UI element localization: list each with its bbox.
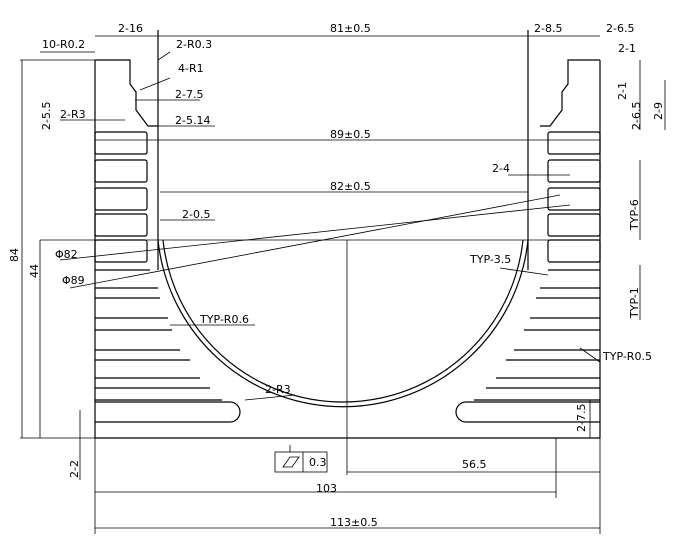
label-typ-r0-5: TYP-R0.5 [602, 350, 652, 363]
label-phi82: Φ82 [55, 248, 78, 261]
label-10-r0-2: 10-R0.2 [42, 38, 85, 51]
label-typ-3-5: TYP-3.5 [469, 253, 511, 266]
label-typ-6: TYP-6 [628, 199, 641, 231]
label-2-2: 2-2 [68, 460, 81, 478]
profile-outline [94, 30, 601, 439]
label-2-8-5: 2-8.5 [534, 22, 562, 35]
label-2-6-5-top: 2-6.5 [606, 22, 634, 35]
label-2-r3-top: 2-R3 [60, 108, 86, 121]
left-fins [94, 131, 241, 423]
label-113: 113±0.5 [330, 516, 378, 529]
label-89: 89±0.5 [330, 128, 371, 141]
label-81: 81±0.5 [330, 22, 371, 35]
label-2-6-5-side: 2-6.5 [630, 102, 643, 130]
label-2-1-top: 2-1 [618, 42, 636, 55]
label-2-7-5-side: 2-7.5 [575, 404, 588, 432]
label-2-0-5: 2-0.5 [182, 208, 210, 221]
label-0-3: 0.3 [309, 456, 327, 469]
label-2-7-5-top: 2-7.5 [175, 88, 203, 101]
label-typ-1: TYP-1 [628, 287, 641, 319]
label-2-4: 2-4 [492, 162, 510, 175]
label-2-5-5: 2-5.5 [40, 102, 53, 130]
label-2-9: 2-9 [652, 102, 665, 120]
label-84: 84 [8, 248, 21, 262]
label-2-1-side: 2-1 [616, 82, 629, 100]
leader-lines [20, 35, 666, 534]
label-phi89: Φ89 [62, 274, 85, 287]
label-56-5: 56.5 [462, 458, 487, 471]
dimension-labels: 2-16 81±0.5 2-8.5 2-6.5 10-R0.2 2-R0.3 2… [8, 22, 665, 529]
label-2-5-14: 2-5.14 [175, 114, 210, 127]
flatness-symbol [274, 451, 328, 473]
label-4-r1: 4-R1 [178, 62, 204, 75]
label-typ-r0-6: TYP-R0.6 [199, 313, 249, 326]
label-2-r3-bottom: 2-R3 [265, 383, 291, 396]
label-103: 103 [316, 482, 337, 495]
label-2-r0-3: 2-R0.3 [176, 38, 212, 51]
label-2-16: 2-16 [118, 22, 143, 35]
label-82: 82±0.5 [330, 180, 371, 193]
label-44: 44 [28, 264, 41, 278]
